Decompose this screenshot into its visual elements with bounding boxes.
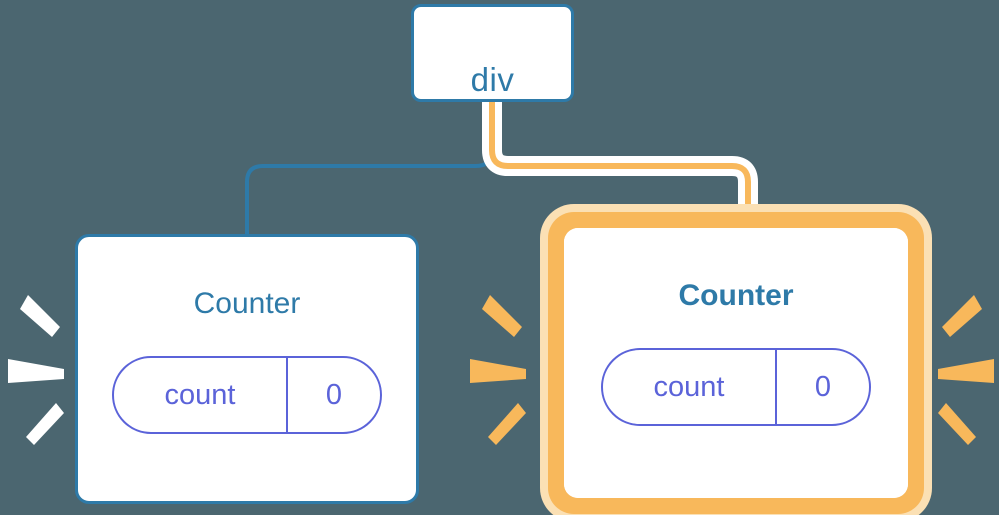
connector-line-left <box>245 100 494 238</box>
state-pill-left-value: 0 <box>286 358 380 432</box>
state-pill-left: count 0 <box>112 356 382 434</box>
state-pill-right-key: count <box>653 370 725 403</box>
node-div-label: div <box>470 60 515 98</box>
node-counter-left[interactable]: Counter count 0 <box>75 234 419 504</box>
state-pill-right-value: 0 <box>775 350 869 424</box>
connector-line-right <box>489 99 751 235</box>
state-pill-right: count 0 <box>601 348 871 426</box>
node-counter-right[interactable]: Counter count 0 <box>564 228 908 498</box>
sparkle-rays-icon-left <box>8 283 72 453</box>
node-counter-right-label: Counter <box>678 279 794 312</box>
node-div[interactable]: div <box>411 4 574 102</box>
sparkle-rays-icon-middle <box>470 283 534 453</box>
node-counter-left-label: Counter <box>193 287 301 320</box>
state-pill-left-key: count <box>164 378 236 411</box>
sparkle-rays-icon-right <box>930 283 994 453</box>
